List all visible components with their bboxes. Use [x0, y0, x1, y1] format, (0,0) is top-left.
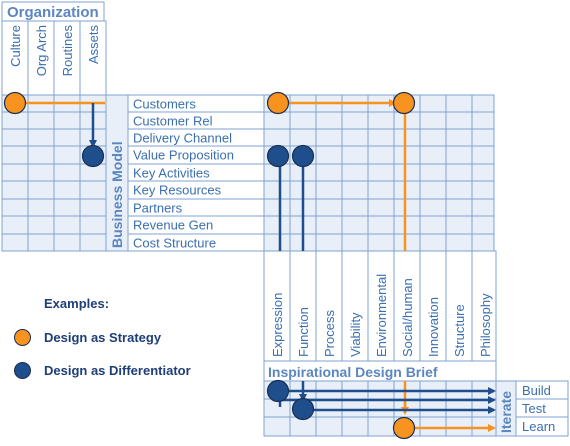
iterate-row-label: Build — [522, 383, 551, 398]
legend-item-strategy: Design as Strategy — [44, 330, 162, 345]
iterate-title: Iterate — [498, 391, 514, 433]
brief-column-label: Process — [322, 310, 337, 357]
brief-title: Inspirational Design Brief — [268, 364, 438, 380]
brief-column-label: Viability — [348, 312, 363, 357]
bm-row-label: Key Resources — [133, 183, 222, 198]
org-column-label: Org Arch — [34, 25, 49, 76]
orange-dot-social-customers — [392, 91, 416, 115]
brief-column-label: Innovation — [426, 297, 441, 357]
orange-dot-expression-customers — [266, 91, 290, 115]
brief-column-label: Philosophy — [478, 293, 493, 357]
brief-column-label: Function — [296, 307, 311, 357]
bm-row-label: Customer Rel — [133, 114, 213, 129]
org-column-label: Assets — [86, 25, 101, 65]
blue-dot-assets-value — [81, 144, 105, 168]
bm-row-label: Value Proposition — [133, 148, 234, 163]
bm-row-label: Key Activities — [133, 166, 210, 181]
brief-column-label: Structure — [452, 304, 467, 357]
blue-dot-expression-value — [266, 144, 290, 168]
brief-column-label: Social/human — [400, 278, 415, 357]
bm-row-label: Customers — [133, 97, 196, 112]
legend-title: Examples: — [44, 296, 110, 311]
blue-dot-function-test — [291, 397, 315, 421]
legend-blue-dot-icon — [14, 362, 31, 379]
orange-dot-social-learn — [392, 416, 416, 440]
iterate-row-label: Learn — [522, 419, 555, 434]
brief-column-label: Environmental — [374, 274, 389, 357]
brief-header-box — [263, 250, 497, 362]
bm-label-column — [127, 94, 265, 252]
orange-dot-culture — [3, 91, 27, 115]
org-column-label: Culture — [8, 25, 23, 67]
iterate-row-label: Test — [522, 401, 546, 416]
bm-row-label: Cost Structure — [133, 236, 216, 251]
bm-row-label: Delivery Channel — [133, 131, 232, 146]
legend-item-differentiator: Design as Differentiator — [44, 363, 191, 378]
bm-row-label: Revenue Gen — [133, 218, 213, 233]
legend-orange-dot-icon — [14, 329, 31, 346]
blue-dot-expression-build — [266, 379, 290, 403]
org-title: Organization — [7, 4, 99, 21]
iterate-label-column — [515, 380, 569, 437]
brief-column-label: Expression — [270, 293, 285, 357]
bm-title: Business Model — [109, 141, 125, 248]
org-column-label: Routines — [60, 25, 75, 77]
blue-dot-function-value — [291, 144, 315, 168]
bm-row-label: Partners — [133, 201, 183, 216]
